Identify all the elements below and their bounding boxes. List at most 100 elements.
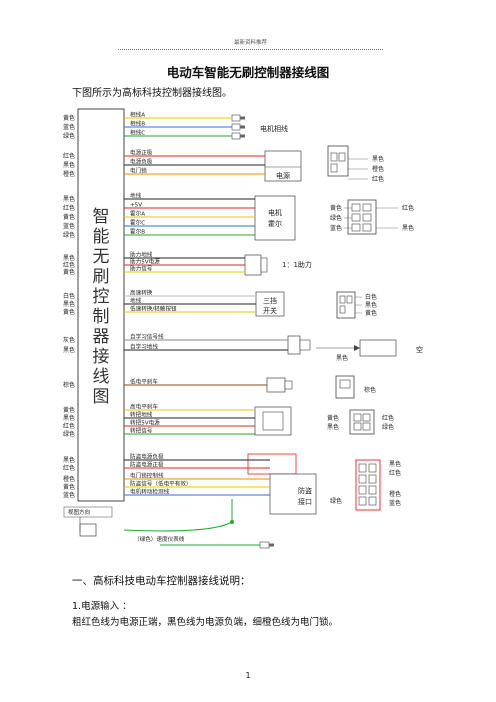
power-wire-label: 电源正极 <box>130 149 153 157</box>
throttle-plug-pin <box>353 413 362 422</box>
speed3-plug-pin <box>346 295 353 304</box>
hall-plug-pin <box>362 203 372 212</box>
phase-color-label: 蓝色 <box>63 123 75 131</box>
hall-wire-label: +5V <box>130 203 142 209</box>
controller-label-char: 接 <box>93 347 110 367</box>
antitheft-plug-pin <box>358 463 367 473</box>
power-color-label: 橙色 <box>63 170 75 178</box>
throttle-pin-label-right: 绿色 <box>382 423 394 431</box>
subsection-title: 1.电源输入 ： <box>72 601 132 612</box>
controller-body <box>77 108 125 502</box>
hall-color-label: 蓝色 <box>63 222 75 230</box>
brakelow-color-label: 棕色 <box>63 381 75 389</box>
throttle-wire-label: 转把地线 <box>130 411 153 419</box>
controller-label-char: 能 <box>93 227 110 247</box>
throttle-wire-label: 转把信号 <box>130 427 153 435</box>
antitheft-box <box>269 473 317 515</box>
hall-plug-pin <box>351 203 361 212</box>
assist-connector <box>244 254 262 276</box>
hall-color-label: 绿色 <box>63 231 75 239</box>
antitheft-wire-label: 电门锁控制线 <box>130 472 164 480</box>
hall-pin-label-right: 黑色 <box>402 224 414 232</box>
throttle-plug <box>349 409 375 435</box>
learn-pin-label: 空 <box>416 345 423 354</box>
antitheft-color-label: 橙色 <box>63 475 75 483</box>
meter-label: （绿色）速度仪表线 <box>134 535 185 543</box>
antitheft-pin-label-right: 橙色 <box>389 490 401 498</box>
controller-label-char: 器 <box>93 327 110 347</box>
antitheft-wire-label: 电机转动检测线 <box>130 488 170 496</box>
section-title: 一、高标科技电动车控制器接线说明： <box>72 575 251 587</box>
throttle-wire-label: 高电平刹车 <box>130 403 158 411</box>
power-color-label: 红色 <box>63 152 75 160</box>
throttle-color-label: 绿色 <box>63 430 75 438</box>
learn-plug <box>359 339 397 357</box>
controller-label-char: 图 <box>93 387 110 407</box>
brakelow-pin-label: 棕色 <box>364 386 376 394</box>
antitheft-wire-label: 防盗电源正极 <box>130 461 164 469</box>
antitheft-power-frame <box>247 453 297 475</box>
hall-wire-label: 霍尔A <box>130 210 145 218</box>
throttle-wire-label: 转把5V电源 <box>130 419 160 427</box>
assist-connector-tip <box>260 257 268 273</box>
paragraph: 粗红色线为电源正端，黑色线为电源负端，细橙色线为电门锁。 <box>72 617 339 628</box>
throttle-plug-pin <box>353 422 362 431</box>
assist-label: 1：1助力 <box>282 260 312 269</box>
hall-wire-label: 霍尔C <box>130 219 145 227</box>
speed3-color-label: 白色 <box>63 292 75 300</box>
meter-connector <box>79 523 97 537</box>
assist-color-label: 红色 <box>63 261 75 269</box>
learn-pin-label: 黑色 <box>336 354 348 362</box>
hall-box-label: 霍尔 <box>268 219 282 228</box>
power-pin-label: 黑色 <box>372 155 384 163</box>
phase-label: 电机相线 <box>260 124 288 133</box>
page-header: 最新资料推荐 <box>118 37 383 50</box>
power-pin-label: 红色 <box>372 175 384 183</box>
phase-color-label: 黄色 <box>63 114 75 122</box>
intro-text: 下图所示为高标科技控制器接线图。 <box>72 88 232 99</box>
meter-plug-tip <box>269 543 274 547</box>
speed3-color-label: 黑色 <box>63 300 75 308</box>
phase-connector <box>231 114 241 122</box>
throttle-color-label: 黑色 <box>63 414 75 422</box>
assist-wire-label: 助力5V电源 <box>130 258 160 266</box>
phase-wire-label: 相线A <box>130 111 145 119</box>
speed3-box-label: 三挡 <box>263 296 277 305</box>
hall-plug-pin <box>362 213 372 222</box>
antitheft-pin-label-top: 红色 <box>389 469 401 477</box>
learn-color-label: 黑色 <box>63 346 75 354</box>
power-wire-label: 电门锁 <box>130 167 147 175</box>
speed3-plug-pin <box>339 305 346 314</box>
assist-wire-label: 助力地线 <box>130 251 153 259</box>
learn-connector-tip <box>299 339 311 351</box>
antitheft-plug-pin <box>368 463 377 473</box>
speed3-pin-label: 白色 <box>365 293 377 301</box>
header-text: 最新资料推荐 <box>230 37 271 49</box>
hall-pin-label-left: 绿色 <box>330 214 342 222</box>
speed3-pin-label: 黄色 <box>365 309 377 317</box>
controller-label-char: 制 <box>93 307 110 327</box>
hall-plug-pin <box>351 223 361 232</box>
hall-pin-label-left: 蓝色 <box>330 224 342 232</box>
speed3-box-label: 开关 <box>263 306 277 315</box>
phase-wire-label: 相线C <box>130 129 145 137</box>
power-plug-pin <box>330 163 338 173</box>
power-box <box>264 150 302 182</box>
hall-color-label: 黑色 <box>63 195 75 203</box>
speed3-wire-label: 地线 <box>130 297 142 305</box>
antitheft-pin-label-top: 黑色 <box>389 460 401 468</box>
hall-plug-pin <box>362 223 372 232</box>
antitheft-plug-pin <box>368 474 377 484</box>
controller-label-char: 智 <box>93 207 110 227</box>
antitheft-wire-label: 防盗信号（低电平有效） <box>130 480 192 488</box>
power-box-label: 电源 <box>276 171 290 180</box>
antitheft-box-label: 防盗 <box>298 486 312 495</box>
throttle-connector-inner <box>262 411 284 431</box>
document-title: 电动车智能无刷控制器接线图 <box>166 65 330 80</box>
controller-label-char: 刷 <box>93 267 110 287</box>
antitheft-pin-label-right: 蓝色 <box>389 499 401 507</box>
speed3-wire-label: 高速转换 <box>130 289 153 297</box>
antitheft-plug-pin <box>368 496 377 506</box>
view-direction-frame <box>63 506 113 518</box>
learn-color-label: 灰色 <box>63 336 75 344</box>
